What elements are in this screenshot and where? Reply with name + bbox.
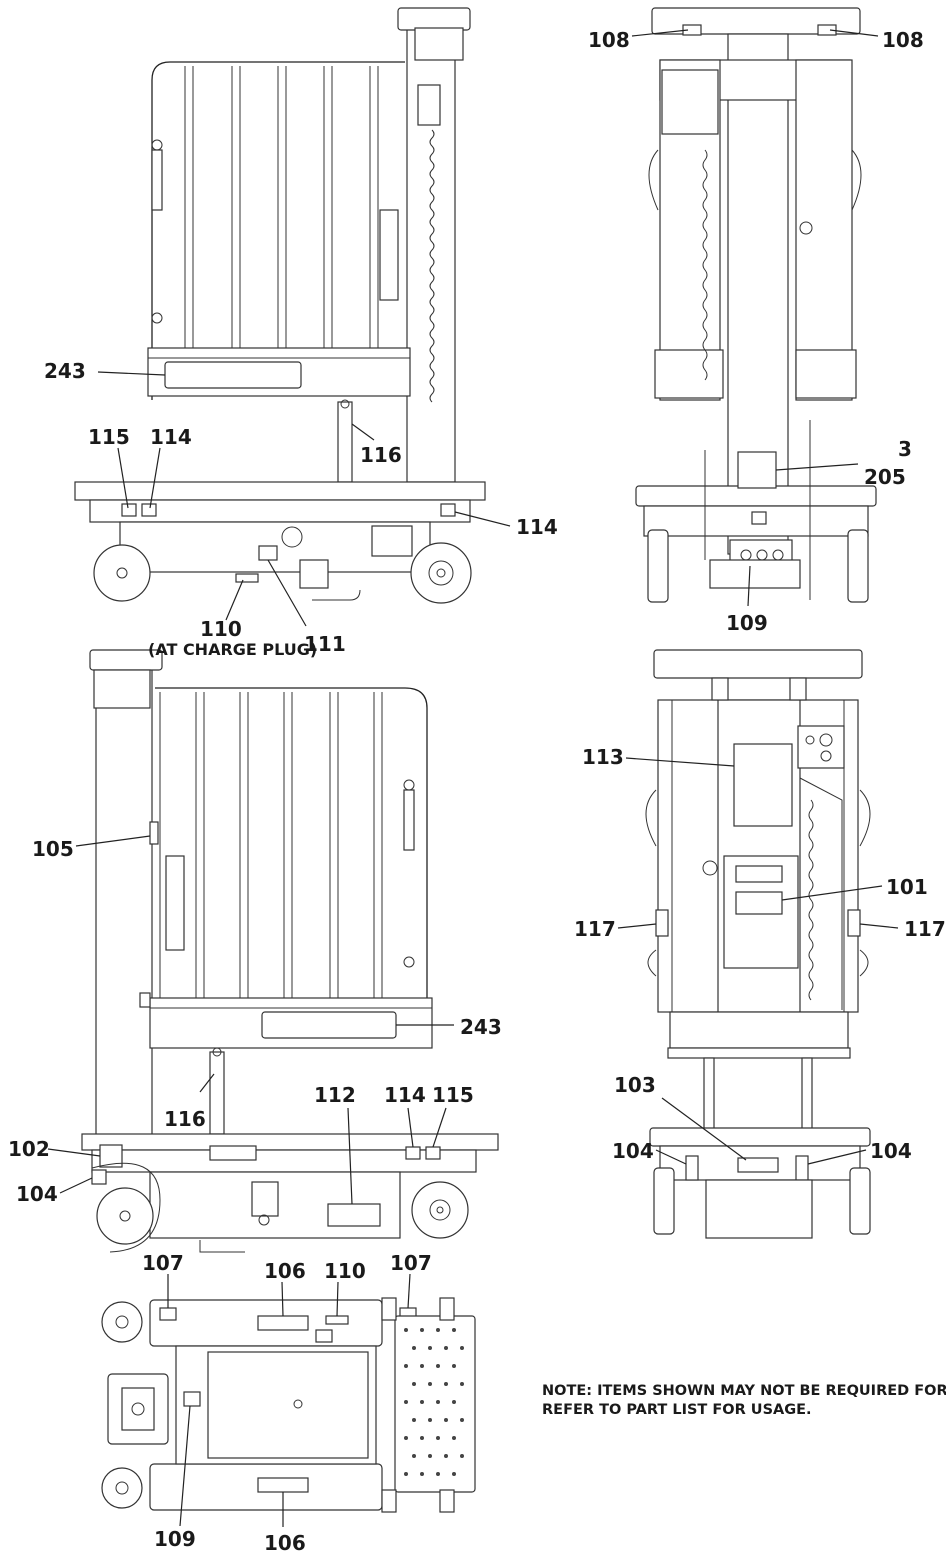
callout-101: 101	[886, 875, 928, 899]
callout-205: 205	[864, 465, 906, 489]
usage-note: NOTE: ITEMS SHOWN MAY NOT BE REQUIRED FO…	[542, 1383, 946, 1418]
side-view-left	[74, 7, 486, 604]
callout-107: 107	[142, 1251, 184, 1275]
callout-114: 114	[516, 515, 558, 539]
callout-104: 104	[16, 1182, 58, 1206]
callout-115: 115	[88, 425, 130, 449]
callout-103: 103	[614, 1073, 656, 1097]
callout-107: 107	[390, 1251, 432, 1275]
callout-111: 111	[304, 632, 346, 656]
rear-view-top	[635, 7, 877, 603]
callout-113: 113	[582, 745, 624, 769]
callout-109: 109	[154, 1527, 196, 1551]
front-view	[645, 649, 871, 1239]
callout-104: 104	[870, 1139, 912, 1163]
callout-114: 114	[384, 1083, 426, 1107]
note-line-1: NOTE: ITEMS SHOWN MAY NOT BE REQUIRED FO…	[542, 1383, 946, 1399]
callout-114: 114	[150, 425, 192, 449]
callout-106: 106	[264, 1531, 306, 1554]
callout-105: 105	[32, 837, 74, 861]
callout-116: 116	[164, 1107, 206, 1131]
top-view	[101, 1297, 476, 1513]
leader-lines	[47, 29, 899, 1527]
callout-115: 115	[432, 1083, 474, 1107]
callout-110: 110	[200, 617, 242, 641]
callout-110-note: (AT CHARGE PLUG)	[148, 640, 317, 659]
callout-102: 102	[8, 1137, 50, 1161]
callout-243: 243	[44, 359, 86, 383]
side-view-right	[81, 649, 499, 1253]
callout-117: 117	[904, 917, 946, 941]
note-line-2: REFER TO PART LIST FOR USAGE.	[542, 1402, 812, 1418]
callout-117: 117	[574, 917, 616, 941]
callout-108: 108	[588, 28, 630, 52]
callout-108: 108	[882, 28, 924, 52]
callout-labels: 243 115 114 116 114 110 (AT CHARGE PLUG)…	[8, 28, 946, 1554]
callout-3: 3	[898, 437, 912, 461]
callout-106: 106	[264, 1259, 306, 1283]
callout-104: 104	[612, 1139, 654, 1163]
callout-116: 116	[360, 443, 402, 467]
callout-243: 243	[460, 1015, 502, 1039]
callout-112: 112	[314, 1083, 356, 1107]
callout-109: 109	[726, 611, 768, 635]
callout-110: 110	[324, 1259, 366, 1283]
